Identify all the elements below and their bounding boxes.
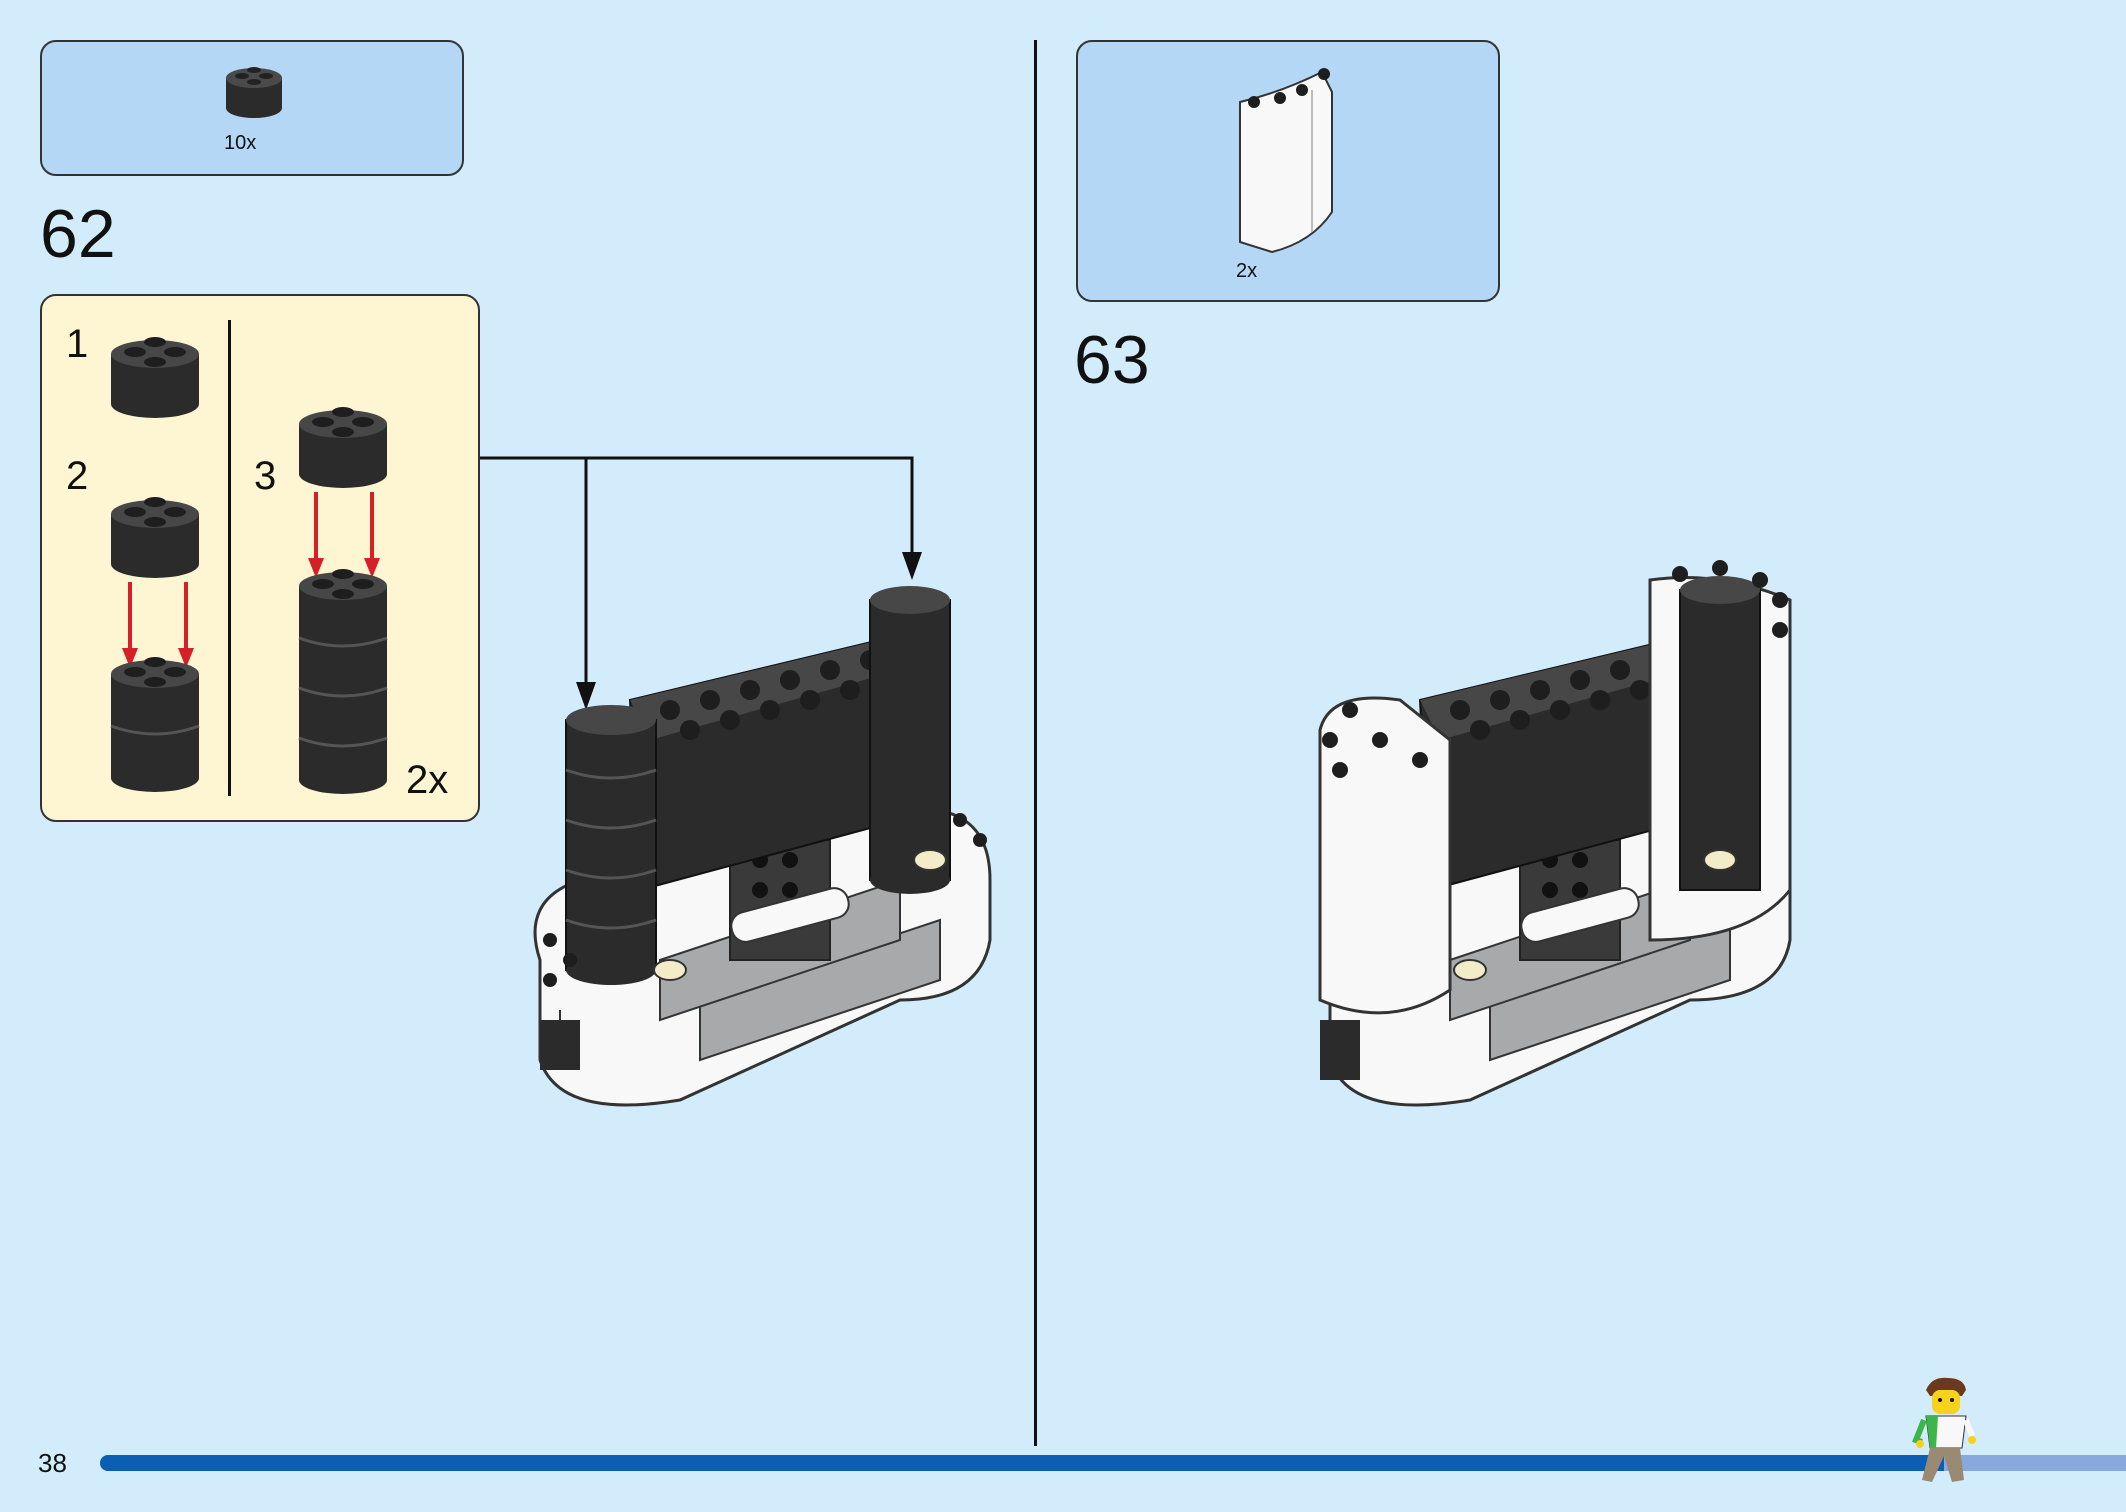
red-arrow-icon bbox=[308, 492, 380, 578]
assembly-multiplier: 2x bbox=[406, 758, 449, 802]
step-number-62: 62 bbox=[40, 196, 116, 272]
parts-callout-step-63: 2x bbox=[1076, 40, 1500, 302]
page-divider bbox=[1034, 40, 1037, 1446]
curved-panel-white-icon bbox=[1239, 68, 1333, 254]
parts-callout-step-62: 10x bbox=[40, 40, 464, 176]
round-brick-icon bbox=[111, 337, 199, 418]
red-arrow-icon bbox=[122, 582, 194, 668]
parts-count: 2x bbox=[1236, 260, 1258, 282]
step-number-63: 63 bbox=[1074, 322, 1150, 398]
model-step-62 bbox=[533, 586, 992, 1107]
substep-callout: 1 2 3 2x bbox=[40, 294, 480, 822]
substep-number-3: 3 bbox=[254, 454, 277, 498]
model-step-63 bbox=[1318, 560, 1792, 1107]
round-brick-icon bbox=[299, 407, 387, 488]
round-brick-2x2-black-icon bbox=[226, 67, 282, 118]
round-brick-stack-icon bbox=[110, 657, 200, 792]
round-brick-icon bbox=[111, 497, 199, 578]
progress-bar-done bbox=[100, 1455, 1944, 1471]
round-brick-stack-icon bbox=[298, 569, 388, 794]
minifigure-icon bbox=[1912, 1377, 1976, 1482]
substep-number-2: 2 bbox=[66, 454, 89, 498]
parts-count: 10x bbox=[224, 132, 257, 154]
substep-number-1: 1 bbox=[66, 322, 89, 366]
substep-divider bbox=[228, 320, 231, 796]
page-number: 38 bbox=[38, 1448, 67, 1478]
